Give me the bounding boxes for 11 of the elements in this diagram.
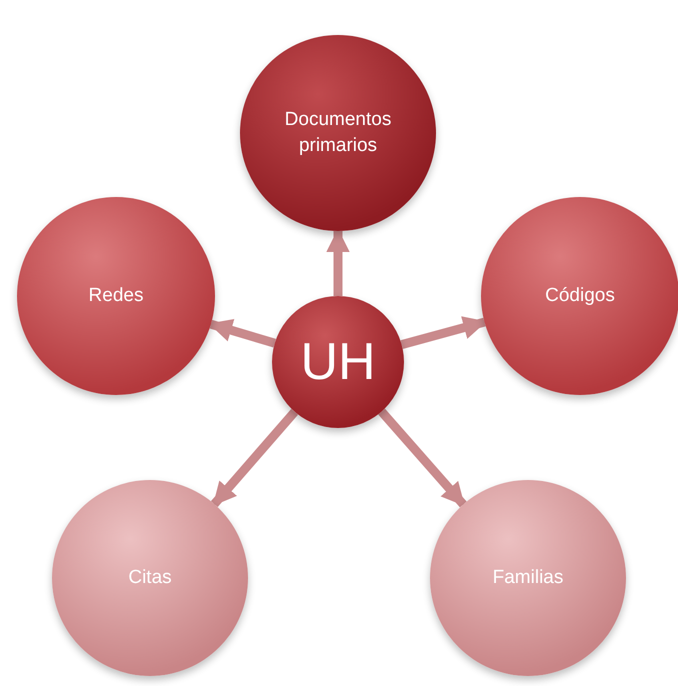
arrow [326,228,350,296]
arrow [400,316,487,349]
arrow [210,408,298,508]
arrow [208,319,276,348]
node-label: Familias [492,566,564,590]
arrow [378,408,467,508]
node-label: Códigos [544,284,616,308]
node-label: Documentos primarios [284,108,392,158]
node-label: Citas [127,566,173,590]
node-label: UH [299,332,377,393]
node-label: Redes [88,284,144,308]
